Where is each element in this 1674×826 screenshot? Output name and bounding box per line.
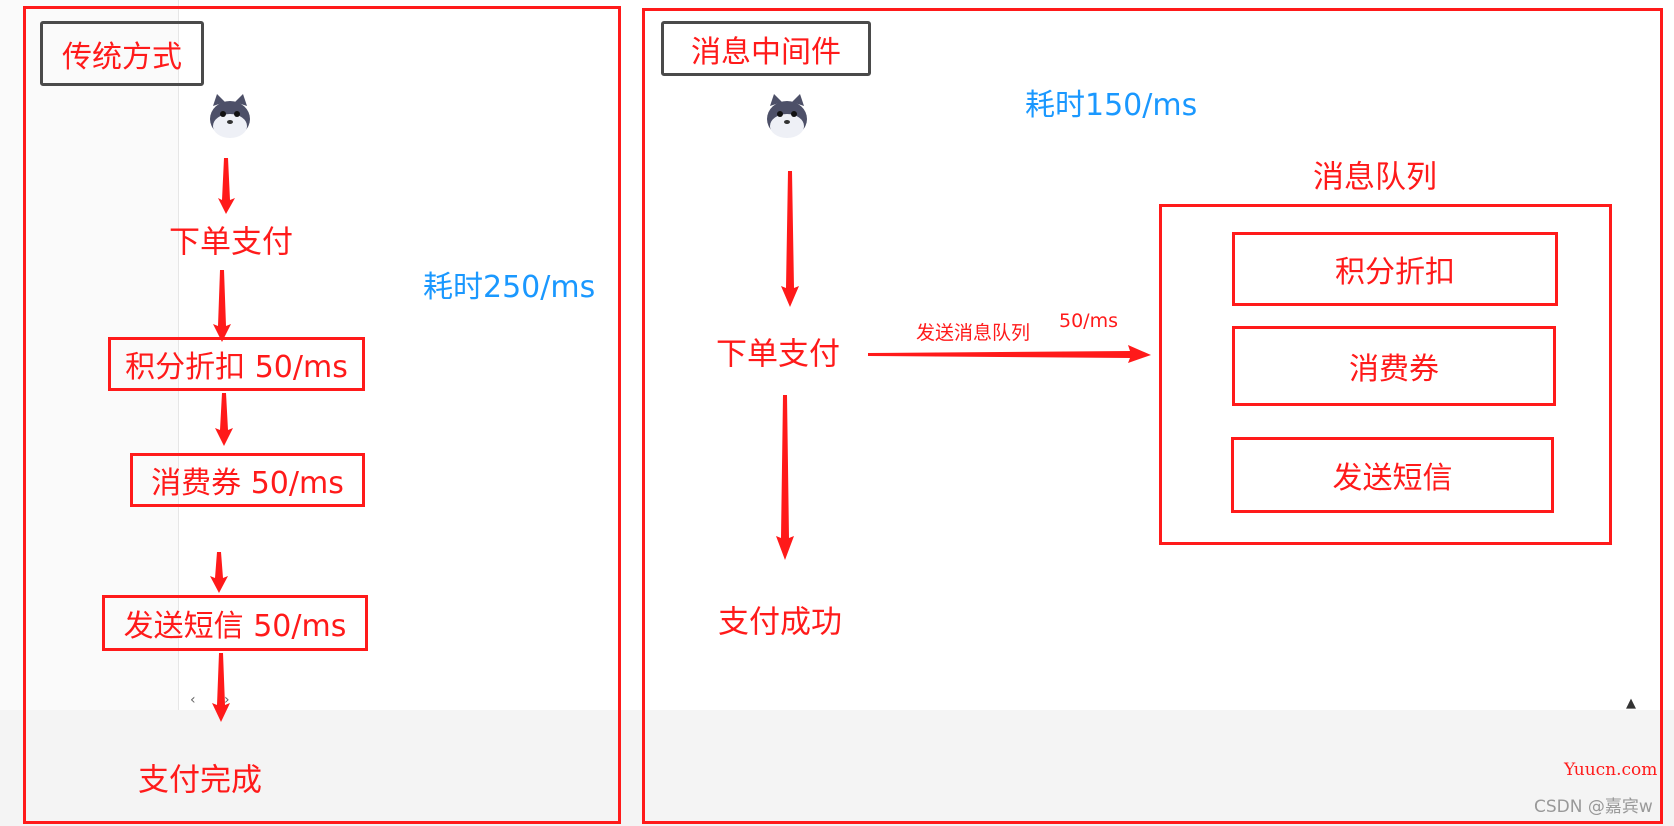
queue-frame bbox=[1159, 204, 1612, 545]
queue-item-points: 积分折扣 bbox=[1232, 232, 1558, 306]
queue-item-coupon: 消费券 bbox=[1232, 326, 1556, 406]
step-pay-complete: 支付完成 bbox=[138, 762, 262, 799]
arrow-down bbox=[210, 552, 228, 593]
step-sms-box: 发送短信 50/ms bbox=[102, 595, 368, 651]
arrow-down bbox=[218, 158, 235, 214]
warning-icon: ▲ bbox=[1626, 696, 1636, 711]
traditional-title: 传统方式 bbox=[40, 21, 204, 86]
dog-avatar-icon bbox=[762, 92, 812, 146]
step-order-pay: 下单支付 bbox=[716, 336, 840, 373]
send-queue-time: 50/ms bbox=[1059, 310, 1118, 332]
arrow-down bbox=[213, 270, 231, 342]
prev-arrow-button[interactable]: ‹ bbox=[190, 692, 196, 708]
dog-avatar-icon bbox=[205, 92, 255, 146]
queue-title: 消息队列 bbox=[1313, 159, 1437, 196]
step-pay-success: 支付成功 bbox=[718, 604, 842, 641]
step-order-pay: 下单支付 bbox=[169, 224, 293, 261]
arrow-right bbox=[868, 345, 1151, 363]
arrow-down bbox=[215, 393, 233, 446]
traditional-time-cost: 耗时250/ms bbox=[423, 270, 596, 305]
next-arrow-button[interactable]: › bbox=[224, 692, 230, 708]
background-footer-band bbox=[0, 710, 1674, 826]
middleware-title: 消息中间件 bbox=[661, 21, 871, 76]
middleware-time-cost: 耗时150/ms bbox=[1025, 88, 1198, 123]
watermark-site: Yuucn.com bbox=[1564, 760, 1658, 780]
middleware-frame bbox=[642, 8, 1663, 824]
traditional-frame bbox=[23, 6, 621, 824]
watermark-author: CSDN @嘉宾w bbox=[1534, 797, 1653, 817]
arrow-down bbox=[781, 171, 799, 307]
send-queue-label: 发送消息队列 bbox=[916, 322, 1031, 344]
step-coupon-box: 消费券 50/ms bbox=[130, 453, 365, 507]
queue-item-sms: 发送短信 bbox=[1231, 437, 1554, 513]
background-sidebar bbox=[0, 0, 179, 710]
arrow-down bbox=[776, 395, 794, 560]
arrow-down bbox=[212, 653, 230, 722]
step-points-discount-box: 积分折扣 50/ms bbox=[108, 337, 365, 391]
